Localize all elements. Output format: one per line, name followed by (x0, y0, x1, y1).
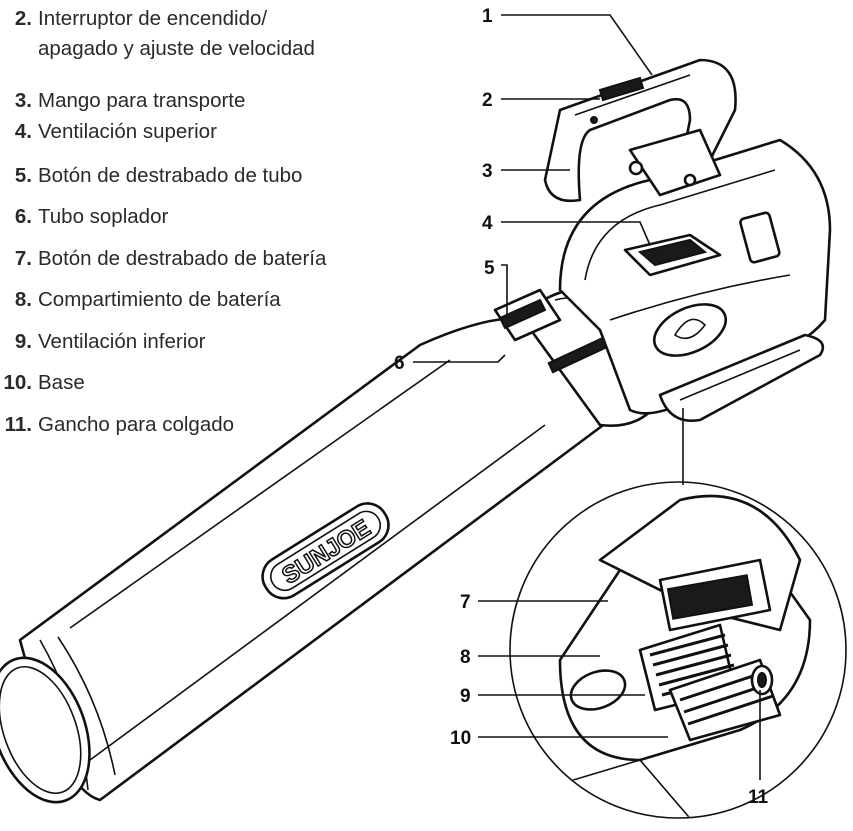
legend-item-2: 2. Interruptor de encendido/ apagado y a… (15, 4, 315, 64)
legend-number: 10. (3, 371, 33, 394)
tube-nozzle (0, 656, 91, 804)
blower-base (658, 333, 825, 423)
legend-label: Botón de destrabado de tubo (38, 164, 303, 187)
legend-label: Base (38, 371, 85, 394)
callout-8: 8 (460, 647, 471, 668)
inset-bottom-view (539, 494, 812, 817)
legend-item-6: 6. Tubo soplador (15, 202, 169, 232)
legend-label: Tubo soplador (38, 205, 169, 228)
tube-nozzle-inner (0, 665, 82, 795)
callout-9: 9 (460, 686, 471, 707)
callout-4: 4 (482, 213, 493, 234)
callout-11: 11 (748, 787, 769, 808)
legend-number: 7. (14, 247, 32, 270)
legend-number: 2. (14, 7, 32, 30)
callout-numbers: 1 2 3 4 5 6 7 8 9 10 11 (394, 6, 769, 808)
legend-item-11: 11. Gancho para colgado (5, 410, 235, 440)
legend-item-8: 8. Compartimiento de batería (15, 285, 281, 315)
legend-number: 5. (14, 164, 32, 187)
legend-label: Interruptor de encendido/ (38, 7, 268, 30)
legend-label: Compartimiento de batería (38, 288, 281, 311)
legend-item-5: 5. Botón de destrabado de tubo (15, 161, 303, 191)
legend-number: 11. (4, 413, 32, 436)
legend-item-9: 9. Ventilación inferior (15, 327, 206, 357)
callout-7: 7 (460, 592, 471, 613)
tube-release-button (493, 288, 562, 342)
legend-label: Mango para transporte (38, 89, 246, 112)
legend-label: Botón de destrabado de batería (38, 247, 327, 270)
legend-number: 4. (14, 120, 32, 143)
legend-label: Ventilación inferior (38, 330, 206, 353)
legend-number: 9. (14, 330, 32, 353)
legend-label-cont: apagado y ajuste de velocidad (38, 37, 315, 60)
callout-2: 2 (482, 90, 493, 111)
callout-6: 6 (394, 353, 405, 374)
legend-item-7: 7. Botón de destrabado de batería (15, 244, 327, 274)
legend-item-3: 3. Mango para transporte (15, 86, 246, 116)
callout-1: 1 (482, 6, 493, 27)
legend-label: Ventilación superior (38, 120, 217, 143)
legend-number: 8. (14, 288, 32, 311)
legend-number: 6. (14, 205, 32, 228)
legend-number: 3. (14, 89, 32, 112)
motor-body (558, 138, 832, 415)
callout-3: 3 (482, 161, 493, 182)
legend-label: Gancho para colgado (38, 413, 235, 436)
callout-leaders (413, 14, 761, 780)
callout-10: 10 (450, 728, 471, 749)
carry-handle (543, 58, 737, 203)
legend-item-4: 4. Ventilación superior (15, 117, 217, 147)
legend-item-10: 10. Base (4, 368, 85, 398)
callout-5: 5 (484, 258, 495, 279)
inset-circle (509, 481, 847, 819)
